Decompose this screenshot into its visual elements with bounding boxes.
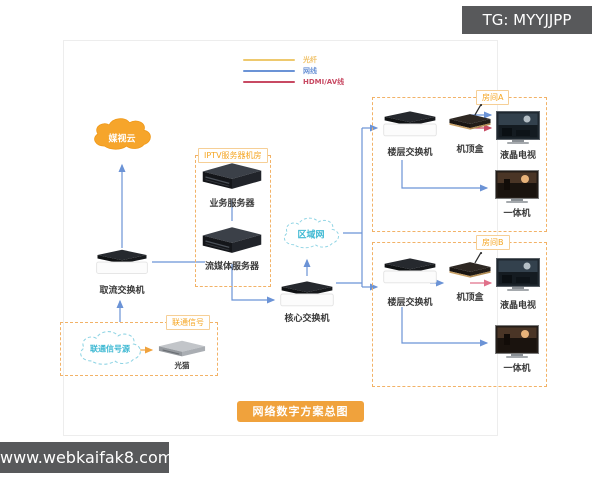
room-b-set-top-box: [447, 250, 493, 288]
optical-modem-label: 光猫: [174, 361, 190, 370]
room-b-box: [372, 242, 547, 387]
room-a-floor-switch-label: 楼层交换机: [387, 148, 433, 158]
room-b-lcd-tv: [496, 258, 540, 296]
cloud-icon: [88, 118, 156, 162]
iptv-server-room-label: IPTV服务器机房: [198, 148, 268, 163]
room-b-lcd-tv-label: 液晶电视: [499, 301, 537, 311]
room-a-lcd-tv: [496, 111, 540, 149]
regional-network-label: 区域网: [297, 230, 325, 241]
room-a-lcd-tv-label: 液晶电视: [499, 151, 537, 161]
legend-ethernet-line: [243, 70, 295, 72]
stream-media-server-label: 流媒体服务器: [204, 262, 260, 272]
legend-fiber-line: [243, 59, 295, 61]
media-cloud-label: 媒视云: [108, 134, 136, 145]
switch-icon: [381, 111, 439, 144]
all-in-one-icon: [495, 325, 539, 363]
legend-ethernet-label: 网线: [303, 67, 317, 75]
modem-icon: [156, 340, 208, 365]
switch-icon: [278, 281, 336, 314]
switch-icon: [94, 249, 150, 282]
unicom-source-cloud: 联通信号源: [70, 327, 150, 369]
unicom-source-label: 联通信号源: [90, 344, 130, 354]
optical-modem: [156, 337, 208, 365]
cloud-icon: [70, 331, 150, 373]
tv-icon: [496, 111, 540, 149]
site-watermark: www.webkaifak8.com: [0, 442, 173, 473]
business-server-label: 业务服务器: [209, 199, 255, 209]
stream-media-server: [200, 222, 264, 264]
set-top-box-icon: [447, 103, 493, 140]
legend-hdmi-label: HDMI/AV线: [303, 78, 345, 86]
business-server: [200, 158, 264, 200]
room-a-floor-switch: [381, 108, 439, 144]
server-icon: [200, 227, 264, 264]
room-b-all-in-one-label: 一体机: [503, 364, 531, 374]
room-b-floor-switch-label: 楼层交换机: [387, 298, 433, 308]
room-a-box: [372, 97, 547, 232]
room-b-floor-switch: [381, 255, 439, 291]
tg-badge: TG: MYYJJPP: [462, 6, 592, 34]
legend-fiber-label: 光纤: [303, 56, 317, 64]
room-a-set-top-box: [447, 102, 493, 140]
server-icon: [200, 163, 264, 200]
room-a-all-in-one-label: 一体机: [503, 209, 531, 219]
all-in-one-icon: [495, 170, 539, 208]
unicom-signal-label: 联通信号: [166, 315, 210, 330]
regional-network-cloud: 区域网: [278, 210, 344, 256]
pull-stream-switch-label: 取流交换机: [99, 286, 145, 296]
core-switch-label: 核心交换机: [284, 314, 330, 324]
media-cloud: 媒视云: [88, 110, 156, 158]
legend: 光纤 网线 HDMI/AV线: [243, 55, 363, 90]
room-b-label: 房间B: [476, 235, 510, 250]
legend-hdmi-line: [243, 81, 295, 83]
cloud-icon: [278, 217, 344, 260]
diagram-card: [63, 40, 498, 436]
pull-stream-switch: [94, 246, 150, 282]
room-b-all-in-one: [495, 325, 539, 363]
core-switch: [278, 278, 336, 314]
room-a-label: 房间A: [476, 90, 510, 105]
room-b-set-top-box-label: 机顶盒: [456, 293, 484, 303]
room-a-set-top-box-label: 机顶盒: [456, 145, 484, 155]
diagram-title: 网络数字方案总图: [237, 401, 364, 422]
room-a-all-in-one: [495, 170, 539, 208]
set-top-box-icon: [447, 251, 493, 288]
switch-icon: [381, 258, 439, 291]
unicom-signal-box: [60, 322, 218, 376]
tv-icon: [496, 258, 540, 296]
